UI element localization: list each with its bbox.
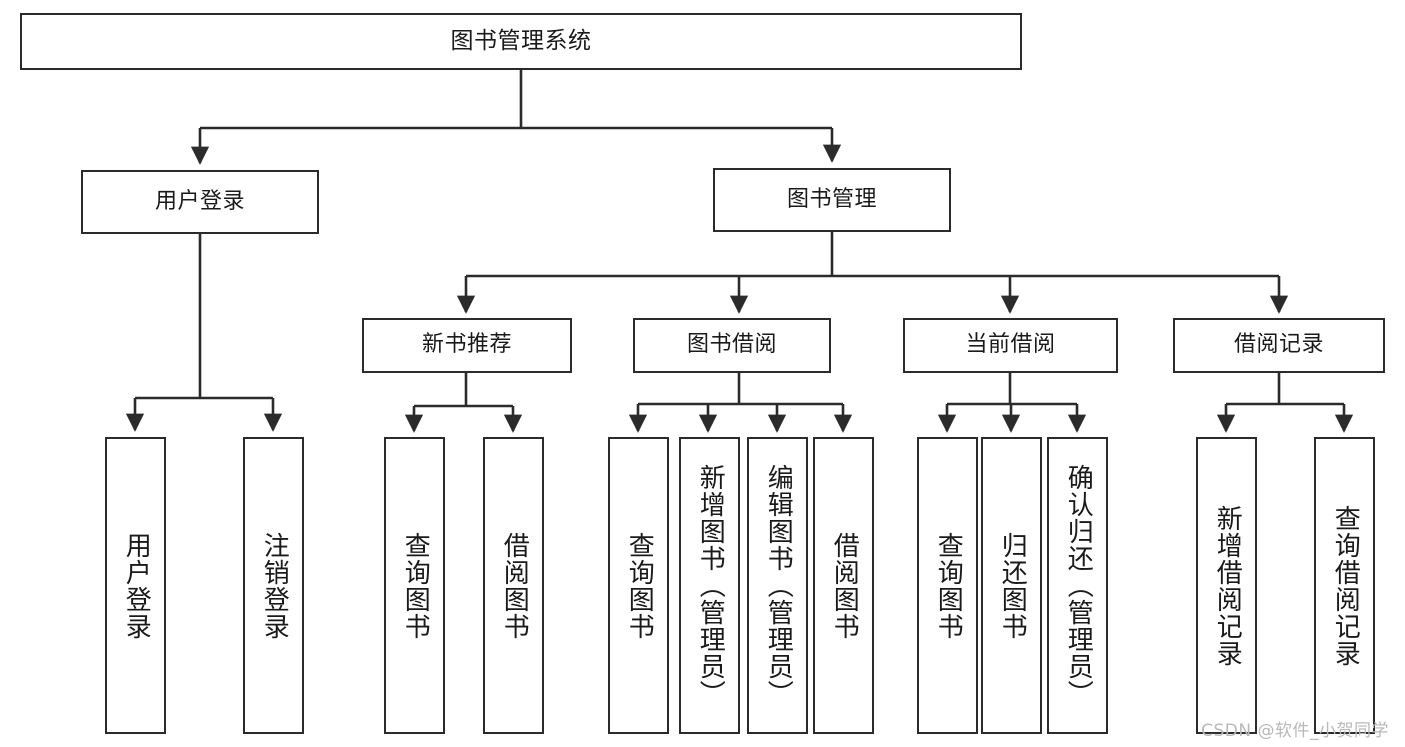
node-label: 注销登录 <box>259 531 290 640</box>
node-label: 借阅图书 <box>829 531 860 640</box>
leaf-logout[interactable]: 注销登录 <box>243 437 304 734</box>
leaf-query-record[interactable]: 查询借阅记录 <box>1314 437 1375 734</box>
node-label: 图书借阅 <box>686 332 777 358</box>
leaf-user-login[interactable]: 用户登录 <box>105 437 166 734</box>
node-label: 当前借阅 <box>965 332 1056 358</box>
node-user-login[interactable]: 用户登录 <box>81 170 319 234</box>
node-label: 查询图书 <box>624 531 655 640</box>
leaf-confirm-return[interactable]: 确认归还（管理员） <box>1047 437 1108 734</box>
node-book-manage[interactable]: 图书管理 <box>713 168 951 232</box>
node-root-system[interactable]: 图书管理系统 <box>20 13 1022 70</box>
leaf-edit-book[interactable]: 编辑图书（管理员） <box>747 437 808 734</box>
node-label: 归还图书 <box>997 531 1028 640</box>
node-label: 查询图书 <box>400 531 431 640</box>
leaf-borrow-book-1[interactable]: 借阅图书 <box>483 437 544 734</box>
node-label: 编辑图书（管理员） <box>763 464 794 707</box>
node-label: 查询图书 <box>933 531 964 640</box>
leaf-query-book-3[interactable]: 查询图书 <box>917 437 978 734</box>
csdn-watermark: CSDN @软件_小贺同学 <box>1201 721 1389 741</box>
node-label: 新增图书（管理员） <box>695 464 726 707</box>
leaf-return-book[interactable]: 归还图书 <box>981 437 1042 734</box>
node-label: 确认归还（管理员） <box>1063 464 1094 707</box>
node-label: 借阅图书 <box>499 531 530 640</box>
leaf-add-record[interactable]: 新增借阅记录 <box>1196 437 1257 734</box>
node-book-borrow[interactable]: 图书借阅 <box>633 318 831 373</box>
leaf-borrow-book-2[interactable]: 借阅图书 <box>813 437 874 734</box>
leaf-query-book-1[interactable]: 查询图书 <box>384 437 445 734</box>
node-label: 新书推荐 <box>421 332 512 358</box>
node-label: 用户登录 <box>121 531 152 640</box>
node-label: 图书管理系统 <box>450 27 592 54</box>
node-label: 图书管理 <box>786 186 877 212</box>
node-new-book-rec[interactable]: 新书推荐 <box>362 318 572 373</box>
node-label: 用户登录 <box>154 188 245 214</box>
node-label: 借阅记录 <box>1233 332 1324 358</box>
node-label: 新增借阅记录 <box>1212 504 1243 667</box>
leaf-add-book[interactable]: 新增图书（管理员） <box>679 437 740 734</box>
node-borrow-record[interactable]: 借阅记录 <box>1173 318 1385 373</box>
node-label: 查询借阅记录 <box>1330 504 1361 667</box>
leaf-query-book-2[interactable]: 查询图书 <box>608 437 669 734</box>
node-current-borrow[interactable]: 当前借阅 <box>903 318 1118 373</box>
